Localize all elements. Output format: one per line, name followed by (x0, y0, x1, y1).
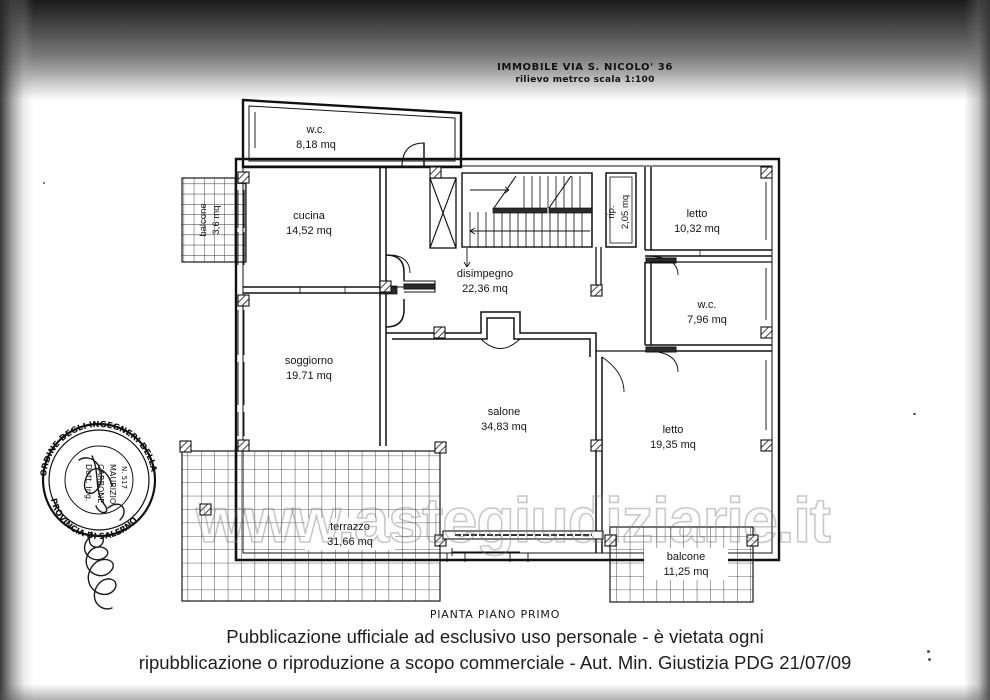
room-label-ripostiglio: rip. (606, 205, 617, 218)
room-area-terrazzo: 31,66 mq (327, 536, 373, 548)
ripostiglio-walls (605, 172, 637, 248)
room-area-salone: 34,83 mq (481, 421, 527, 433)
legal-notice-line-2: ripubblicazione o riproduzione a scopo c… (138, 652, 852, 673)
windows (237, 112, 773, 556)
plan-geometry (179, 98, 781, 603)
room-area-balcone-sx: 3,6 mq (211, 205, 222, 234)
room-label-wc-top: w.c. (306, 124, 326, 136)
room-area-wc-top: 8,18 mq (296, 139, 336, 151)
room-area-soggiorno: 19.71 mq (286, 370, 332, 382)
room-label-cucina: cucina (293, 210, 326, 222)
plan-caption: PIANTA PIANO PRIMO (429, 608, 561, 621)
signature-scrawl (78, 455, 125, 610)
room-labels: w.c. 8,18 mq cucina 14,52 mq balcone 3,6… (198, 124, 727, 451)
room-area-wc-dx: 7,96 mq (687, 314, 727, 326)
elevator-shaft (429, 177, 457, 249)
room-label-terrazzo: terrazzo (330, 521, 370, 533)
stamp-ring-bottom-text: PROVINCIA DI SALERNO (49, 497, 139, 541)
document-subtitle: rilievo metrco scala 1:100 (515, 75, 655, 85)
balcony-rail (442, 530, 604, 540)
room-area-cucina: 14,52 mq (286, 225, 332, 237)
document-title: IMMOBILE VIA S. NICOLO' 36 (497, 62, 673, 73)
room-label-disimpegno: disimpegno (457, 268, 513, 280)
stamp-inner-line-1: Dott. Ing. (84, 464, 93, 501)
engineer-stamp: ORDINE DEGLI INGEGNERI DELLA PROVINCIA D… (34, 412, 164, 632)
legal-notice-line-1: Pubblicazione ufficiale ad esclusivo uso… (226, 626, 764, 647)
room-label-balcone-sx: balcone (198, 203, 209, 236)
stairwell (461, 172, 593, 248)
legal-notice: Pubblicazione ufficiale ad esclusivo uso… (0, 624, 990, 676)
room-area-disimpegno: 22,36 mq (462, 283, 508, 295)
stamp-inner-line-3: MAURIZIO (108, 464, 117, 504)
room-area-letto-2: 19,35 mq (650, 439, 696, 451)
room-label-wc-dx: w.c. (697, 299, 717, 311)
room-label-salone: salone (488, 406, 520, 418)
room-label-letto-1: letto (687, 208, 708, 220)
room-area-letto-1: 10,32 mq (674, 223, 720, 235)
room-labels-on-tiles: terrazzo 31,66 mq balcone 11,25 mq (305, 518, 728, 580)
room-label-soggiorno: soggiorno (285, 355, 333, 367)
stamp-inner-line-4: N. 517 (120, 466, 128, 489)
title-block: IMMOBILE VIA S. NICOLO' 36 rilievo metrc… (445, 62, 725, 85)
room-area-ripostiglio: 2,05 mq (620, 195, 631, 229)
room-area-balcone-dx: 11,25 mq (663, 566, 708, 578)
room-label-letto-2: letto (663, 424, 684, 436)
room-label-balcone-dx: balcone (667, 551, 706, 563)
